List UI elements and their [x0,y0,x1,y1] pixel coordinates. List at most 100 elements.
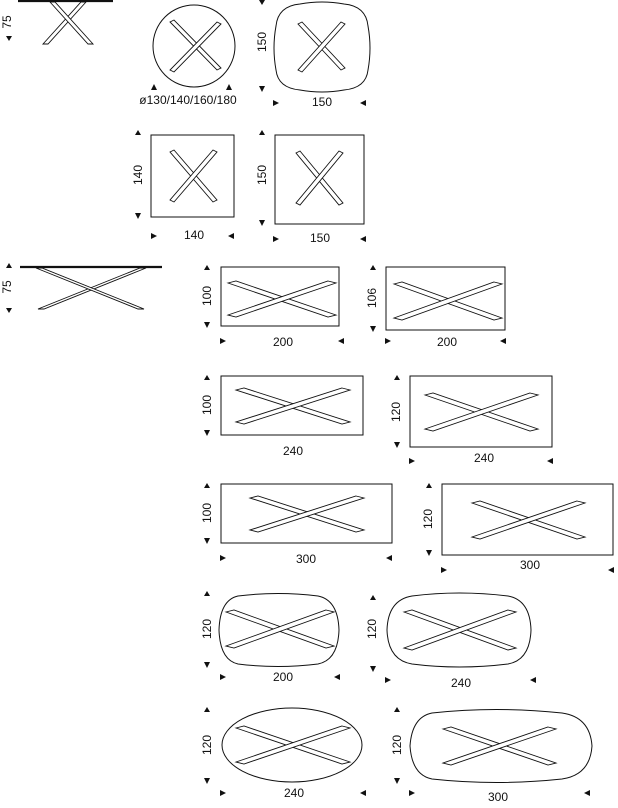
table-plan-rect-100x240: 100 240 [200,375,364,458]
tick-mark [259,0,265,5]
tick-mark [334,674,340,680]
table-plan-rect-120x240: 120 240 [389,375,553,465]
tick-mark [360,236,366,242]
cross-base [226,280,338,318]
side-profile-long: 75 [0,263,162,313]
depth-label: 140 [131,165,145,185]
cross-base [402,609,518,651]
base-leg [234,387,352,425]
tick-mark [220,674,226,680]
width-label: 300 [520,558,540,572]
tick-mark [441,567,447,573]
tick-mark [370,666,376,672]
cross-base [297,21,346,73]
base-leg [248,495,366,533]
cross-base [470,500,587,540]
base-leg [297,21,346,73]
tick-mark [204,707,210,712]
table-plan-rect-100x200: 100 200 [200,265,344,349]
table-plan-barrel-120x240: 120 240 [365,592,536,690]
table-plan-square-150: 150 150 [255,130,366,245]
width-label: 240 [451,676,471,690]
tick-mark [385,677,391,683]
tick-mark [409,790,415,796]
table-plan-super-square-150: 150 150 [255,0,371,109]
base-leg [295,150,344,206]
base-leg [234,725,352,765]
depth-label: 120 [200,619,214,639]
table-plan-barrel-120x300: 120 300 [390,707,593,804]
tick-mark [204,538,210,544]
width-label: 200 [437,335,457,349]
tick-mark [135,130,141,135]
tick-mark [530,677,536,683]
tick-mark [394,442,400,448]
base-leg [169,21,222,73]
tick-mark [584,790,590,796]
width-label: 200 [273,335,293,349]
width-label: 240 [283,444,303,458]
width-label: 300 [296,552,316,566]
depth-label: 120 [200,735,214,755]
depth-label: 150 [255,165,269,185]
depth-label: 120 [365,619,379,639]
tick-mark [608,567,614,573]
tick-mark [259,220,265,226]
base-leg [441,726,558,766]
profile-leg [41,1,88,45]
tick-mark [6,308,12,313]
tick-mark [220,338,226,344]
cross-base [169,149,218,203]
tick-mark [204,265,210,270]
table-plan-square-140: 140 140 [131,130,235,242]
depth-label: 100 [200,395,214,415]
depth-label: 120 [389,402,403,422]
tick-mark [409,458,415,464]
cross-base [392,281,504,321]
cross-base [234,387,352,425]
width-label: ø130/140/160/180 [139,93,237,107]
base-leg [226,280,338,318]
table-plan-oval-120x240: 120 240 [200,707,366,800]
table-plan-round: ø130/140/160/180 [139,4,237,107]
width-label: 240 [284,786,304,800]
tick-mark [220,790,226,796]
tick-mark [370,265,376,270]
profile-height-label: 75 [0,15,14,29]
table-plan-rect-100x300: 100 300 [200,483,393,566]
table-plan-rect-120x300: 120 300 [421,483,614,573]
tick-mark [204,375,210,380]
cross-base [248,495,366,533]
depth-label: 100 [200,503,214,523]
width-label: 150 [312,95,332,109]
tick-mark [204,483,210,488]
tick-mark [273,236,279,242]
tick-mark [500,338,506,344]
side-profile-small: 75 [0,0,113,45]
tick-mark [273,100,279,106]
tick-mark [6,263,12,268]
cross-base [441,726,558,766]
cross-base [295,150,344,206]
width-label: 200 [273,670,293,684]
tick-mark [204,322,210,328]
profile-leg [35,267,145,310]
width-label: 300 [488,790,508,804]
width-label: 240 [474,451,494,465]
depth-label: 106 [365,288,379,308]
tick-mark [386,555,392,561]
tick-mark [204,778,210,784]
depth-label: 100 [200,286,214,306]
tick-mark [338,338,344,344]
base-leg [402,609,518,651]
tick-mark [370,595,376,600]
width-label: 150 [310,231,330,245]
base-leg [169,149,218,203]
tick-mark [151,84,157,90]
profile-height-label: 75 [0,280,14,294]
table-plan-rect-106x200: 106 200 [365,265,506,349]
tick-mark [370,326,376,332]
cross-base [169,19,222,73]
tick-mark [360,100,366,106]
